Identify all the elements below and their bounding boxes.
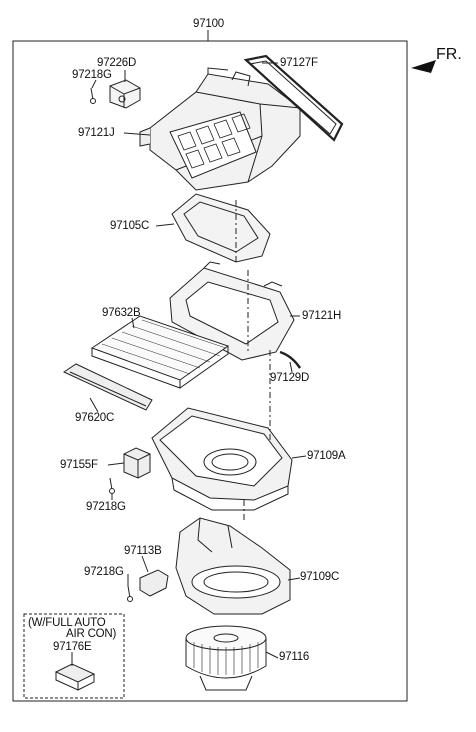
callout-97105C: 97105C: [110, 220, 150, 232]
callout-97155F: 97155F: [60, 459, 98, 471]
assembly-frame: [12, 40, 408, 702]
blower-upper-case-part: [151, 407, 293, 511]
callout-97176E: 97176E: [53, 641, 92, 653]
callout-97121J: 97121J: [78, 127, 115, 139]
callout-97109A: 97109A: [307, 450, 346, 462]
callout-97632B: 97632B: [102, 307, 141, 319]
front-direction-arrow-icon: [411, 60, 436, 73]
callout-97116: 97116: [279, 651, 310, 663]
leader-lines: [71, 62, 307, 666]
callout-97129D: 97129D: [270, 372, 310, 384]
callout-97121H: 97121H: [302, 310, 342, 322]
assembly-centerline: [235, 200, 271, 520]
screw-icon: [109, 477, 115, 494]
upper-case-part: [139, 67, 301, 191]
callout-97127F: 97127F: [280, 57, 318, 69]
callout-97620C: 97620C: [75, 412, 115, 424]
callout-97218G-low: 97218G: [84, 566, 124, 578]
option-box-frame: [23, 613, 125, 699]
callout-97218G-mid: 97218G: [86, 501, 126, 513]
blower-motor-part: [185, 625, 267, 691]
option-box-line1: (W/FULL AUTO: [28, 617, 106, 629]
callout-97113B: 97113B: [124, 545, 162, 557]
resistor-part: [123, 447, 151, 479]
screw-icon: [127, 585, 133, 602]
callout-97218G-top: 97218G: [72, 69, 112, 81]
filter-element-part: [90, 315, 230, 389]
controller-part: [54, 663, 96, 691]
callout-97109C: 97109C: [300, 571, 340, 583]
screw-icon: [90, 87, 96, 104]
filter-cover-part: [62, 363, 153, 411]
cover-part: [171, 193, 271, 263]
seal-strip-part: [279, 350, 302, 369]
module-part: [139, 569, 169, 597]
blower-housing-part: [175, 517, 291, 615]
seal-part: [243, 54, 344, 142]
actuator-part: [109, 79, 141, 109]
assembly-part-number: 97100: [193, 18, 224, 30]
option-box-line2: AIR CON): [66, 628, 117, 640]
callout-97226D: 97226D: [97, 57, 137, 69]
front-indicator-label: FR.: [436, 46, 462, 63]
